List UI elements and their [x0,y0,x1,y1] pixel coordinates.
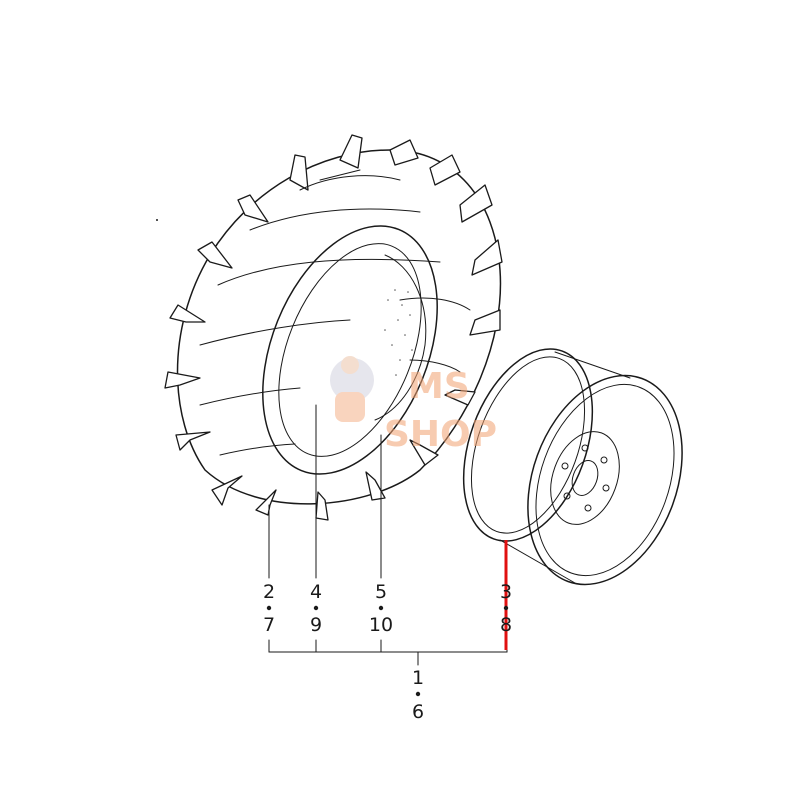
wheel-rim-illustration [462,348,683,586]
callout-top-label: 3 [500,581,512,603]
callout-2-7: 2 7 [263,581,275,636]
tread-pattern [199,169,471,456]
callout-dot [313,605,319,611]
callout-4-9: 4 9 [310,581,322,636]
callout-top-label: 1 [412,667,424,689]
callout-3-8: 3 8 [500,581,512,636]
tire-interior-texture [384,289,413,376]
rim-bolt-holes [561,444,610,512]
callout-dot [503,605,509,611]
stray-mark [156,219,158,221]
callout-bottom-label: 10 [369,614,393,636]
callout-bottom-label: 7 [263,614,275,636]
shop-watermark: MS SHOP [330,356,497,455]
callout-bottom-label: 9 [310,614,322,636]
callout-top-label: 4 [310,581,322,603]
callout-1-6: 1 6 [412,667,424,723]
watermark-line1: MS [408,366,470,407]
callout-dot [378,605,384,611]
watermark-line2: SHOP [384,414,497,455]
callout-top-label: 5 [375,581,387,603]
callout-dot [266,605,272,611]
mascot-figure-icon [330,356,374,422]
callout-top-label: 2 [263,581,275,603]
callout-bottom-label: 8 [500,614,512,636]
tire-lugs [164,134,503,521]
callout-bottom-label: 6 [412,701,424,723]
callout-dot [415,691,421,697]
tire-illustration [164,134,503,521]
callout-5-10: 5 10 [369,581,393,636]
